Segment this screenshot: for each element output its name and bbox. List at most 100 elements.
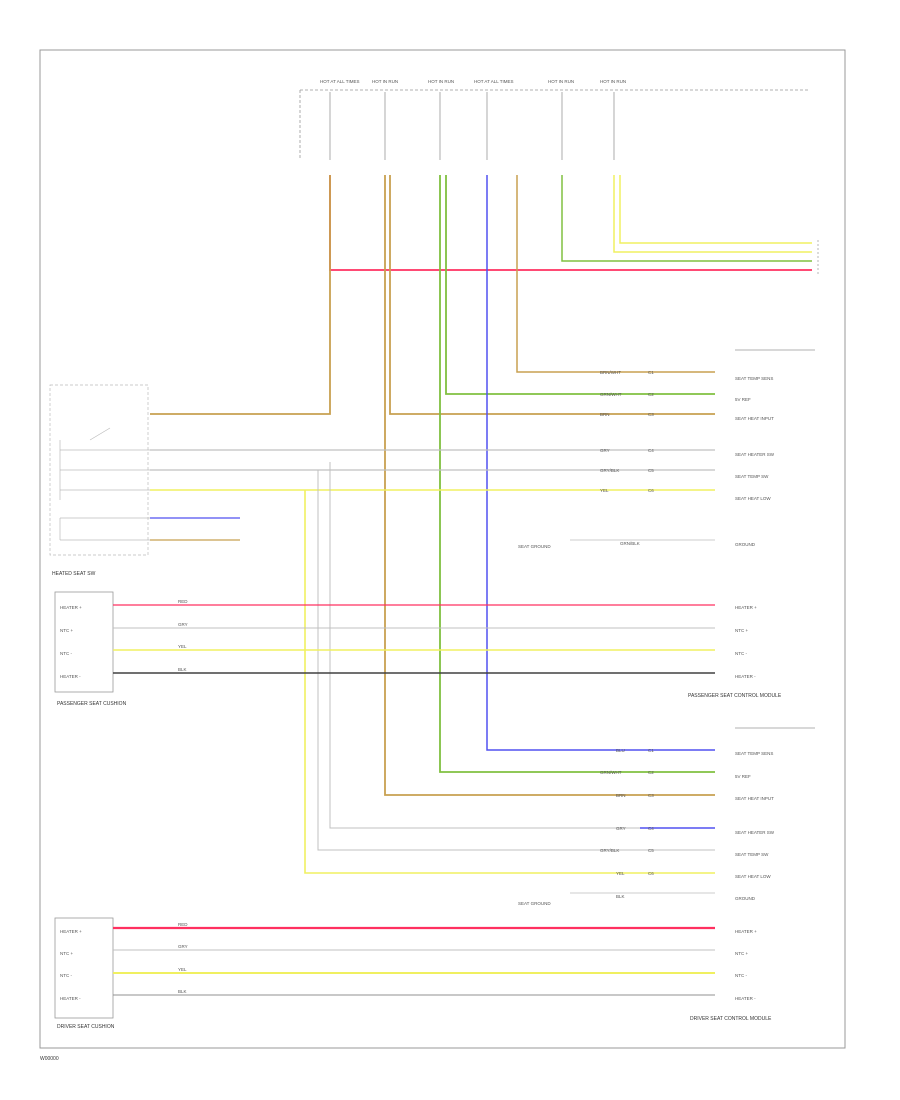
wire-code: YEL	[600, 488, 609, 493]
cushion-pin-right: HEATER +	[735, 605, 757, 610]
fuse-label: HOT AT ALL TIMES	[320, 79, 360, 84]
cushion-pin-left: NTC -	[60, 973, 72, 978]
driver-cushion-label: DRIVER SEAT CUSHION	[57, 1024, 115, 1030]
cushion-pin-right: HEATER +	[735, 929, 757, 934]
pin-code: C3	[648, 793, 654, 798]
fuse-row: HOT AT ALL TIMES HOT IN RUN HOT IN RUN H…	[320, 79, 626, 160]
cushion-wire: RED	[178, 599, 188, 604]
passenger-row: GRN/WHT C2 5V REF	[600, 392, 751, 402]
cushion-wire: BLK	[178, 989, 187, 994]
passenger-cushion-label: PASSENGER SEAT CUSHION	[57, 701, 127, 707]
cushion-pin-left: NTC +	[60, 628, 73, 633]
pin-function: SEAT HEATER SW	[735, 830, 775, 835]
wire-tan-feed-1	[150, 175, 331, 415]
wire-green-feed-1	[439, 175, 715, 773]
passenger-cushion-rows: HEATER + RED HEATER + NTC + GRY NTC + NT…	[60, 599, 757, 679]
pin-code: C3	[648, 412, 654, 417]
passenger-ground-row: GRN/BLK SEAT GROUND GROUND	[518, 539, 756, 549]
pin-function: SEAT HEAT LOW	[735, 496, 771, 501]
wire-gray-drv-1	[329, 462, 715, 829]
driver-cushion-rows: HEATER + RED HEATER + NTC + GRY NTC + NT…	[60, 922, 757, 1001]
cushion-pin-right: HEATER -	[735, 996, 756, 1001]
pin-code: C5	[648, 848, 654, 853]
cushion-pin-right: NTC +	[735, 951, 748, 956]
fuse-label: HOT AT ALL TIMES	[474, 79, 514, 84]
cushion-pin-left: NTC +	[60, 951, 73, 956]
pin-function: SEAT TEMP SENS	[735, 376, 773, 381]
passenger-module-label: PASSENGER SEAT CONTROL MODULE	[688, 693, 782, 699]
wire-yellow-feed-2	[619, 175, 812, 244]
heated-seat-switch-label: HEATED SEAT SW	[52, 571, 96, 577]
pin-code: C5	[648, 468, 654, 473]
passenger-cushion-wires	[113, 604, 715, 674]
driver-cushion-box	[54, 917, 114, 1019]
pin-function: SEAT TEMP SW	[735, 474, 769, 479]
driver-row: YEL C6 SEAT HEAT LOW	[616, 871, 771, 879]
footer-code: W00000	[40, 1056, 59, 1062]
wire-code: YEL	[616, 871, 625, 876]
wire-code: BRN/WHT	[600, 370, 621, 375]
pin-function: SEAT TEMP SENS	[735, 751, 773, 756]
fuse-6: HOT IN RUN	[600, 79, 626, 160]
pin-function: SEAT HEAT LOW	[735, 874, 771, 879]
driver-ground-row: BLK SEAT GROUND GROUND	[518, 892, 756, 906]
pin-code: C4	[648, 448, 654, 453]
pin-code: C6	[648, 871, 654, 876]
wire-red-feed	[329, 175, 812, 271]
wire-code: GRN/WHT	[600, 392, 622, 397]
cushion-pin-left: HEATER +	[60, 605, 82, 610]
passenger-row: GRY/BLK C5 SEAT TEMP SW	[600, 468, 769, 479]
cushion-pin-left: HEATER -	[60, 674, 81, 679]
fuse-label: HOT IN RUN	[600, 79, 626, 84]
switch-wires	[150, 449, 715, 874]
wire-tan-feed-3	[389, 175, 715, 415]
ground-function: GROUND	[735, 896, 756, 901]
pin-code: C2	[648, 770, 654, 775]
fuse-4: HOT AT ALL TIMES	[474, 79, 514, 160]
wire-code: GRY	[616, 826, 626, 831]
pin-code: C1	[648, 370, 654, 375]
pin-function: SEAT TEMP SW	[735, 852, 769, 857]
pin-function: SEAT HEAT INPUT	[735, 416, 774, 421]
driver-cushion-wires	[113, 926, 715, 996]
ground-wire-code: BLK	[616, 894, 625, 899]
ground-wire-code: GRN/BLK	[620, 541, 640, 546]
cushion-wire: YEL	[178, 644, 187, 649]
pin-code: C6	[648, 488, 654, 493]
wire-gray-drv-2	[317, 470, 715, 851]
wire-code: GRN/WHT	[600, 770, 622, 775]
fuse-label: HOT IN RUN	[428, 79, 454, 84]
wire-yellow-feed-1	[613, 175, 812, 253]
switch-internals	[59, 427, 150, 541]
wire-code: GRY	[600, 448, 610, 453]
ground-note: SEAT GROUND	[518, 901, 551, 906]
pin-code: C4	[648, 826, 654, 831]
cushion-wire: GRY	[178, 944, 188, 949]
cushion-wire: RED	[178, 922, 188, 927]
cushion-pin-right: HEATER -	[735, 674, 756, 679]
pin-function: SEAT HEATER SW	[735, 452, 775, 457]
cushion-pin-left: HEATER -	[60, 996, 81, 1001]
pin-function: SEAT HEAT INPUT	[735, 796, 774, 801]
wire-code: GRY/BLK	[600, 848, 619, 853]
pin-function: 5V REF	[735, 397, 751, 402]
passenger-module-rows: BRN/WHT C1 SEAT TEMP SENS GRN/WHT C2 5V …	[518, 370, 775, 549]
ground-note: SEAT GROUND	[518, 544, 551, 549]
fuse-2: HOT IN RUN	[372, 79, 398, 160]
fuse-1: HOT AT ALL TIMES	[320, 79, 360, 160]
pin-code: C1	[648, 748, 654, 753]
wire-code: BLU	[616, 748, 625, 753]
pin-function: 5V REF	[735, 774, 751, 779]
driver-row: GRY/BLK C5 SEAT TEMP SW	[600, 848, 769, 857]
passenger-cushion-box	[54, 591, 114, 693]
cushion-wire: YEL	[178, 967, 187, 972]
driver-row: BLU C1 SEAT TEMP SENS	[616, 748, 773, 756]
wire-tan-feed-2	[384, 175, 715, 796]
passenger-row: YEL C6 SEAT HEAT LOW	[600, 488, 771, 501]
passenger-row: BRN C3 SEAT HEAT INPUT	[600, 412, 774, 421]
wire-blue-feed	[486, 175, 715, 751]
cushion-pin-right: NTC -	[735, 651, 747, 656]
wire-green-feed-2	[445, 175, 715, 395]
cushion-pin-left: HEATER +	[60, 929, 82, 934]
